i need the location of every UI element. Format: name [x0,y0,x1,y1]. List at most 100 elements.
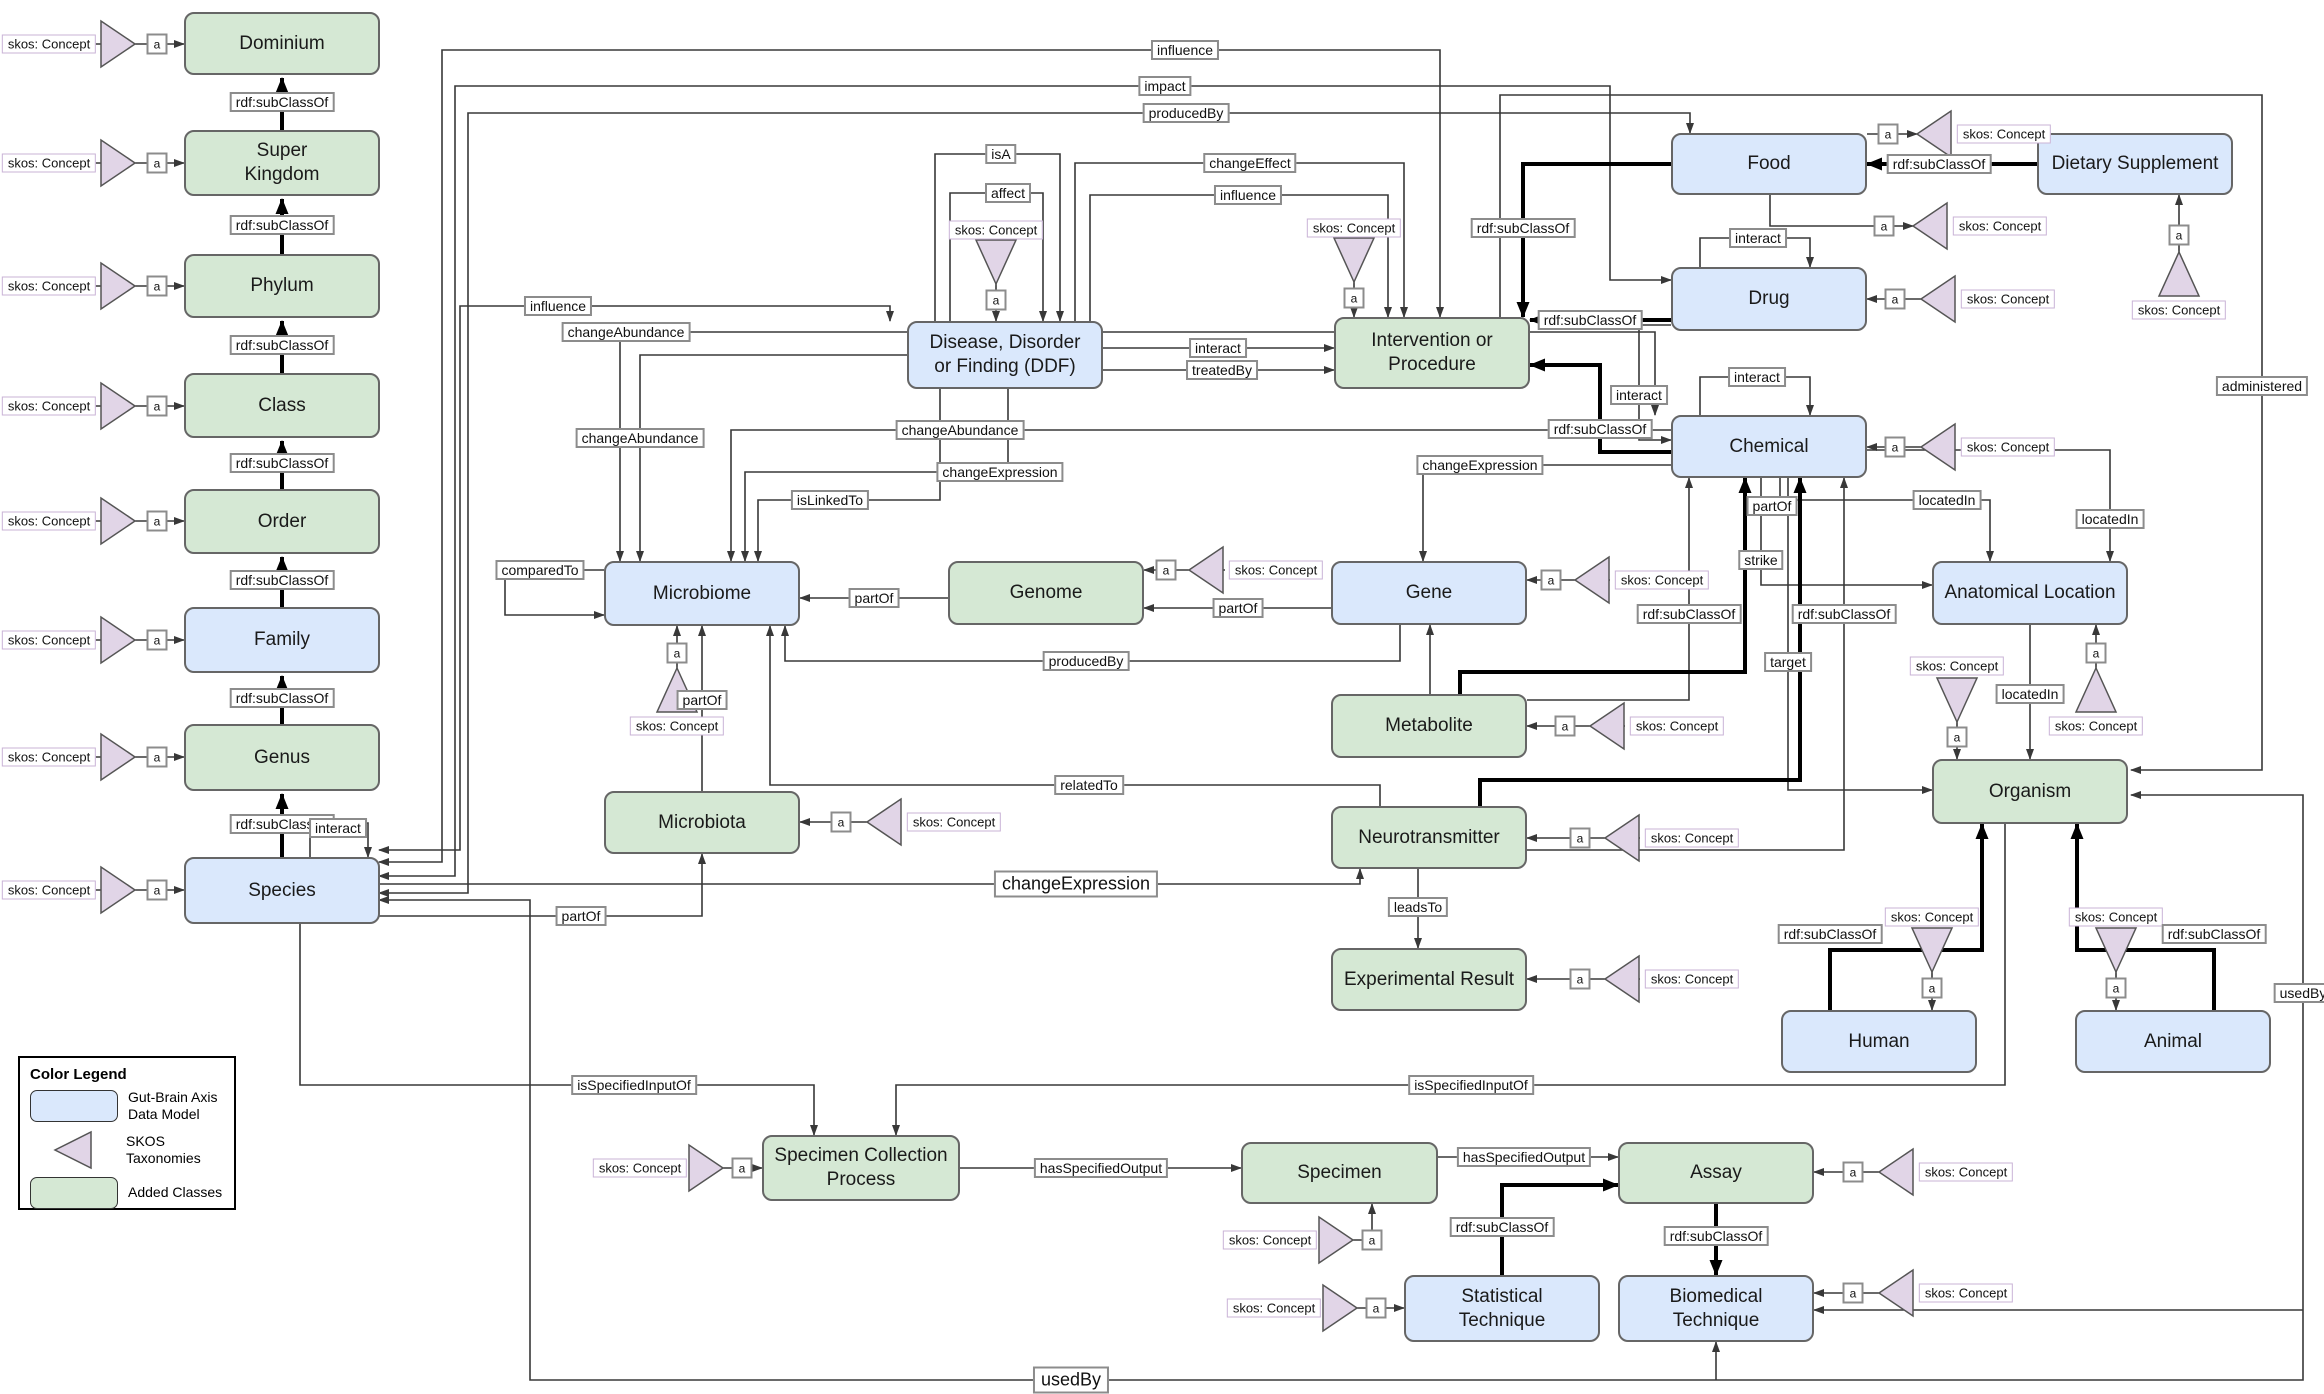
node-human[interactable]: Human [1781,1010,1977,1073]
edge [379,853,706,917]
legend-label: Gut-Brain Axis Data Model [128,1089,218,1122]
edge [1769,195,1914,230]
edge-label: locatedIn [1912,490,1982,510]
node-dietary-supplement[interactable]: Dietary Supplement [2037,133,2233,195]
skos-concept-label: skos: Concept [1918,1162,2014,1182]
skos-concept-label: skos: Concept [1222,1230,1318,1250]
node-super-kingdom[interactable]: Super Kingdom [184,130,380,196]
skos-concept-triangle-icon [1588,701,1625,751]
node-food[interactable]: Food [1671,133,1867,195]
skos-concept-label: skos: Concept [1,747,97,767]
node-class[interactable]: Class [184,373,380,438]
node-order[interactable]: Order [184,489,380,554]
instance-of-a-label: a [1842,1282,1864,1304]
skos-concept-label: skos: Concept [1884,907,1980,927]
edge-label: rdf:subClassOf [229,688,335,708]
edge-label: changeAbundance [561,322,691,342]
edge [1516,162,1671,318]
node-ddf[interactable]: Disease, Disorder or Finding (DDF) [907,321,1103,389]
node-dominium[interactable]: Dominium [184,12,380,75]
instance-of-a-label: a [985,289,1007,311]
edge [1867,449,2114,562]
node-experimental-result[interactable]: Experimental Result [1331,948,1527,1011]
edge-label: isA [985,144,1017,164]
blue-class-swatch [30,1089,118,1122]
node-assay[interactable]: Assay [1618,1142,1814,1204]
node-genome[interactable]: Genome [948,561,1144,625]
instance-of-a-label: a [1343,287,1365,309]
skos-concept-triangle-icon [865,797,902,847]
instance-of-a-label: a [146,510,168,532]
edge-label: rdf:subClassOf [229,335,335,355]
instance-of-a-label: a [2085,642,2107,664]
edge-label: rdf:subClassOf [1663,1226,1769,1246]
skos-concept-triangle-icon [2157,250,2201,297]
edge-label: interact [309,818,367,838]
edge-label: rdf:subClassOf [1886,154,1992,174]
edge-label: partOf [1212,598,1264,618]
skos-concept-triangle-icon [1318,1215,1355,1265]
node-species[interactable]: Species [184,857,380,924]
skos-concept-label: skos: Concept [1,630,97,650]
skos-concept-label: skos: Concept [1306,218,1402,238]
node-specimen[interactable]: Specimen [1241,1142,1438,1204]
edge-label: interact [1728,367,1786,387]
instance-of-a-label: a [1877,123,1899,145]
skos-concept-label: skos: Concept [1,276,97,296]
node-statistical-technique[interactable]: Statistical Technique [1404,1275,1600,1342]
edge-label: changeAbundance [575,428,705,448]
instance-of-a-label: a [1873,215,1895,237]
edge-label: changeAbundance [895,420,1025,440]
skos-concept-label: skos: Concept [906,812,1002,832]
node-family[interactable]: Family [184,607,380,673]
node-metabolite[interactable]: Metabolite [1331,694,1527,758]
edge [1760,478,1933,589]
edge [378,791,2304,1381]
node-specimen-collection-process[interactable]: Specimen Collection Process [762,1135,960,1201]
edge-label: strike [1738,550,1784,570]
skos-concept-triangle-icon [100,138,137,188]
node-neurotransmitter[interactable]: Neurotransmitter [1331,806,1527,869]
edge-label: partOf [1746,496,1798,516]
edge-label: rdf:subClassOf [229,92,335,112]
instance-of-a-label: a [1569,827,1591,849]
edge-label: influence [523,296,593,316]
legend-title: Color Legend [30,1066,127,1083]
instance-of-a-label: a [1554,715,1576,737]
edge-label: rdf:subClassOf [1777,924,1883,944]
skos-concept-label: skos: Concept [2068,907,2164,927]
edge [299,924,818,1136]
edge-label: changeEffect [1203,153,1297,173]
skos-concept-triangle-icon [688,1143,725,1193]
skos-concept-triangle-icon [1919,422,1956,472]
node-genus[interactable]: Genus [184,724,380,791]
edge-label: influence [1150,40,1220,60]
node-intervention[interactable]: Intervention or Procedure [1334,317,1530,389]
instance-of-a-label: a [2168,224,2190,246]
node-biomedical-technique[interactable]: Biomedical Technique [1618,1275,1814,1342]
node-organism[interactable]: Organism [1932,759,2128,824]
node-anatomical-location[interactable]: Anatomical Location [1932,561,2128,625]
skos-concept-triangle-icon [1573,555,1610,605]
node-chemical[interactable]: Chemical [1671,415,1867,478]
edge-label: target [1764,652,1812,672]
skos-concept-label: skos: Concept [1952,216,2048,236]
skos-concept-triangle-icon [100,615,137,665]
edge-label: locatedIn [2075,509,2145,529]
edge [1499,94,2263,774]
node-microbiome[interactable]: Microbiome [604,561,800,626]
skos-concept-triangle-icon [100,865,137,915]
skos-concept-label: skos: Concept [1614,570,1710,590]
edge-label: rdf:subClassOf [1537,310,1643,330]
node-animal[interactable]: Animal [2075,1010,2271,1073]
edge-label: partOf [848,588,900,608]
node-microbiota[interactable]: Microbiota [604,791,800,854]
skos-concept-triangle-icon [100,732,137,782]
node-phylum[interactable]: Phylum [184,254,380,318]
node-gene[interactable]: Gene [1331,561,1527,625]
instance-of-a-label: a [830,811,852,833]
node-drug[interactable]: Drug [1671,267,1867,331]
skos-concept-triangle-icon [2094,927,2138,974]
skos-concept-label: skos: Concept [1644,828,1740,848]
